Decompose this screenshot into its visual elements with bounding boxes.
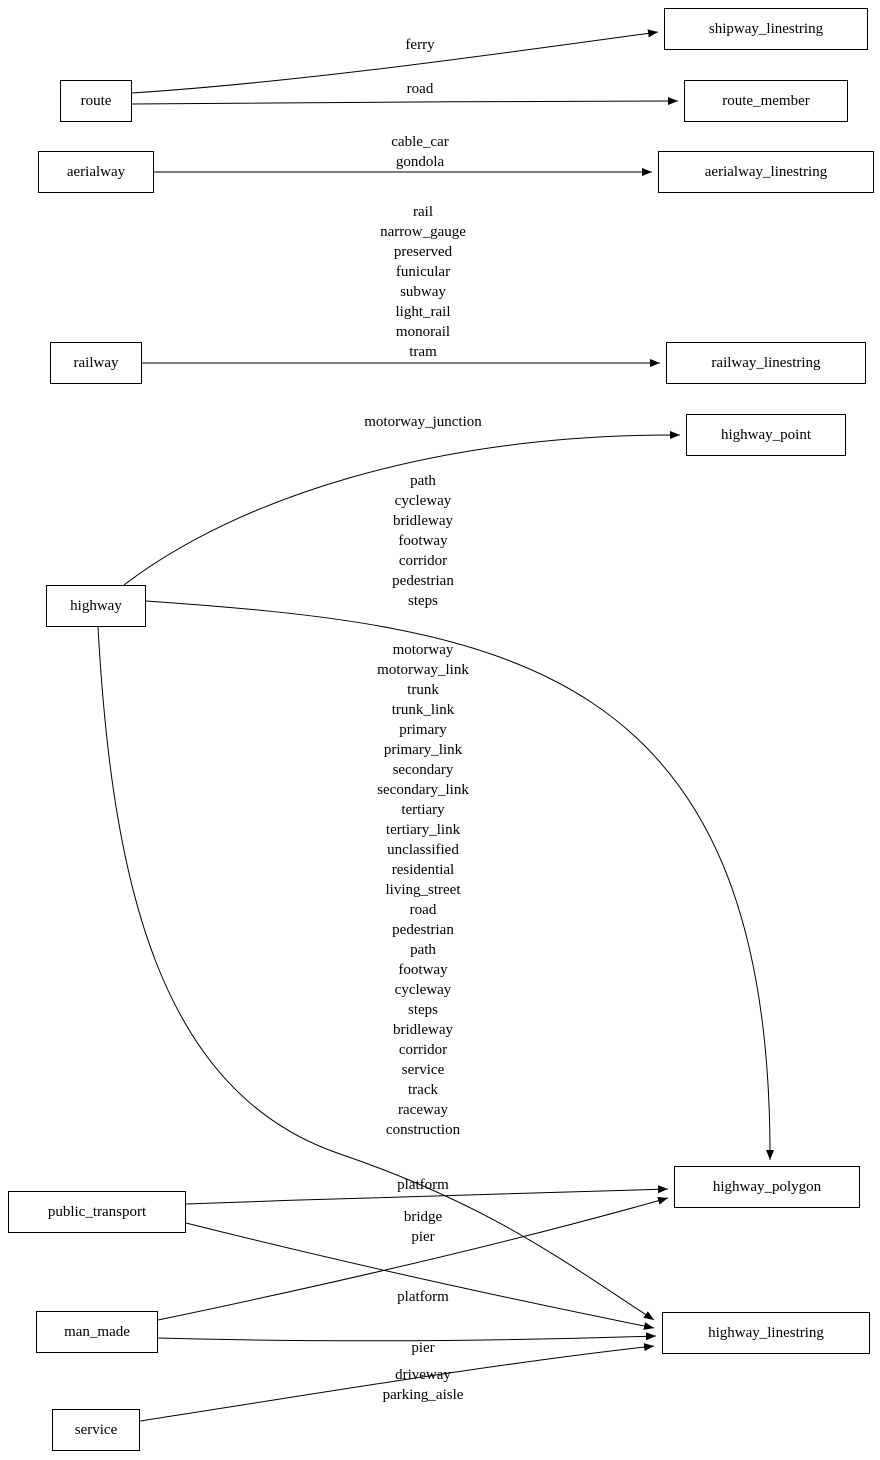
edge-label-motorway_junction: motorway_junction <box>364 414 482 430</box>
node-aerialway_linestring: aerialway_linestring <box>658 151 874 193</box>
edge-label-highway-linestring-types: motorway motorway_link trunk trunk_link … <box>377 642 469 1138</box>
edge-label-road: road <box>406 81 434 97</box>
edge-public_transport-highway_linestring <box>185 1222 655 1330</box>
node-highway_linestring: highway_linestring <box>662 1312 870 1354</box>
edge-label-ferry: ferry <box>405 37 435 53</box>
edge-label-bridge-pier: bridge pier <box>403 1209 443 1245</box>
node-shipway_linestring: shipway_linestring <box>664 8 868 50</box>
edge-man_made-highway_polygon <box>157 1196 669 1321</box>
edge-man_made-highway_linestring <box>157 1332 657 1342</box>
node-service: service <box>52 1409 140 1451</box>
node-highway: highway <box>46 585 146 627</box>
edge-label-railway-types: rail narrow_gauge preserved funicular su… <box>380 204 466 360</box>
node-route: route <box>60 80 132 122</box>
edge-highway-highway_point <box>123 430 681 586</box>
edge-route-route_member <box>131 97 679 106</box>
node-highway_point: highway_point <box>686 414 846 456</box>
edge-label-aerialway-types: cable_car gondola <box>391 134 449 170</box>
edge-service-highway_linestring <box>139 1343 655 1422</box>
node-aerialway: aerialway <box>38 151 154 193</box>
edge-label-platform-polygon: platform <box>397 1177 449 1193</box>
edge-label-driveway-parking_aisle: driveway parking_aisle <box>382 1367 464 1403</box>
edge-highway-highway_polygon <box>145 600 775 1161</box>
node-route_member: route_member <box>684 80 848 122</box>
edge-public_transport-highway_polygon <box>185 1185 669 1205</box>
node-railway: railway <box>50 342 142 384</box>
edge-label-pier: pier <box>411 1340 435 1356</box>
node-highway_polygon: highway_polygon <box>674 1166 860 1208</box>
edge-route-shipway_linestring <box>131 29 659 94</box>
node-railway_linestring: railway_linestring <box>666 342 866 384</box>
edge-label-platform-linestring: platform <box>397 1289 449 1305</box>
edge-label-highway-polygon-types: path cycleway bridleway footway corridor… <box>392 473 454 609</box>
node-man_made: man_made <box>36 1311 158 1353</box>
node-public_transport: public_transport <box>8 1191 186 1233</box>
edge-highway-highway_linestring <box>97 626 655 1321</box>
